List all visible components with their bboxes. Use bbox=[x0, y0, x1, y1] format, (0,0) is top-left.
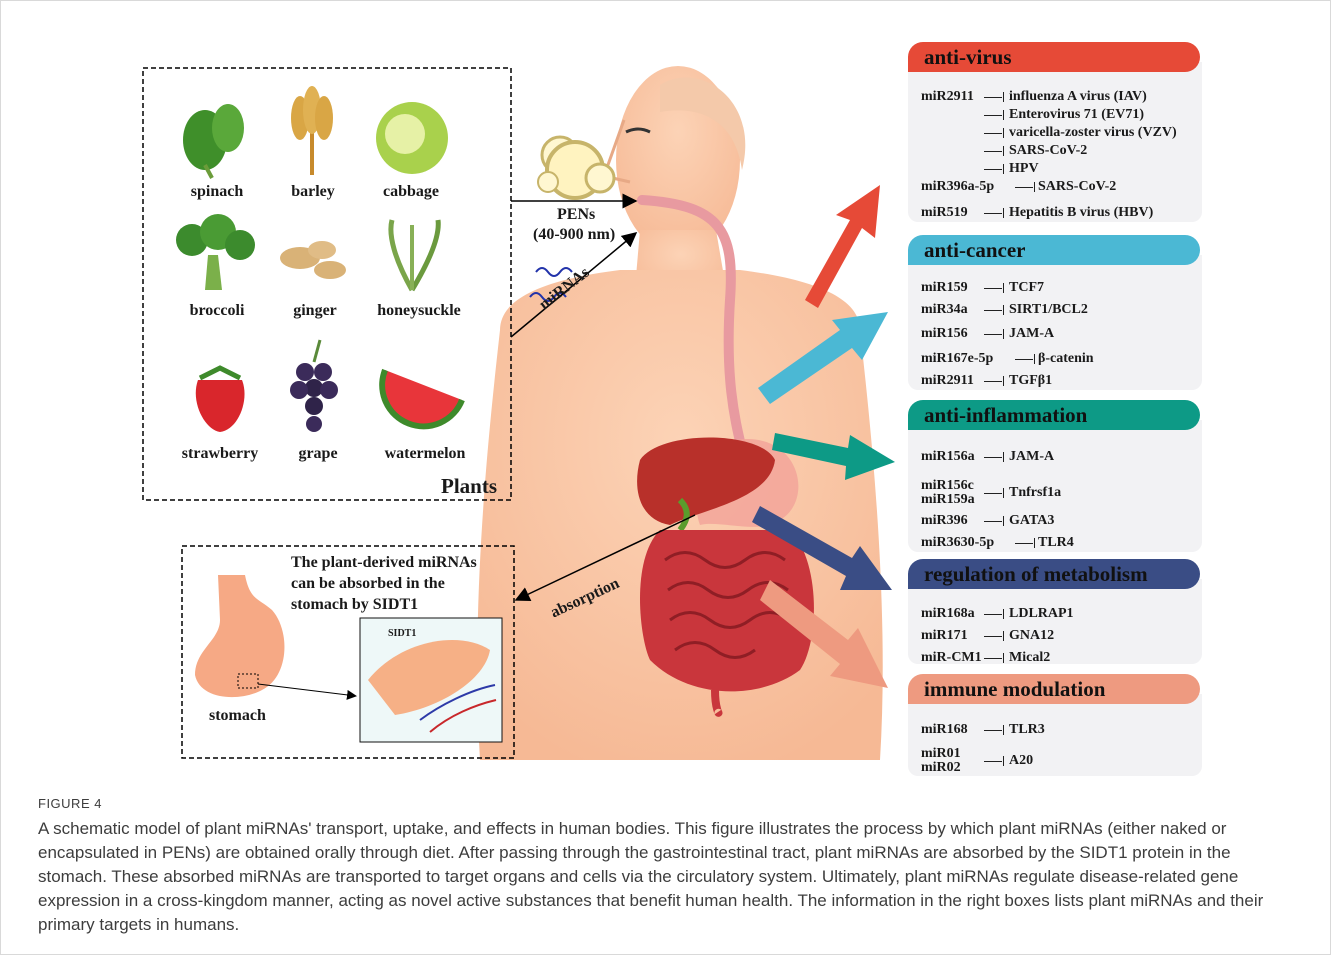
plant-label-grape: grape bbox=[263, 445, 373, 463]
inhibition-icon bbox=[984, 725, 1004, 735]
mirna-name: miR-CM1 bbox=[921, 650, 982, 666]
cabbage-icon bbox=[376, 102, 448, 174]
mirna-name: miR2911 bbox=[921, 89, 974, 105]
inhibition-icon bbox=[984, 329, 1004, 339]
target-name: TLR4 bbox=[1038, 535, 1074, 551]
inhibition-icon bbox=[1015, 538, 1035, 548]
sidt1-label: SIDT1 bbox=[388, 628, 416, 639]
anti-virus-arrow bbox=[805, 185, 880, 308]
mirna-name: miR396 bbox=[921, 513, 968, 529]
pens-label: PENs bbox=[557, 206, 595, 224]
honeysuckle-icon bbox=[391, 220, 438, 290]
target-name: A20 bbox=[1009, 753, 1033, 769]
mirna-name: miR168 bbox=[921, 722, 968, 738]
inhibition-icon bbox=[984, 305, 1004, 315]
effect-panel-title: anti-virus bbox=[908, 42, 1200, 72]
plant-label-watermelon: watermelon bbox=[370, 445, 480, 463]
target-name: SARS-CoV-2 bbox=[1009, 143, 1087, 159]
figure-caption: FIGURE 4 A schematic model of plant miRN… bbox=[38, 796, 1298, 937]
mirna-name: miR171 bbox=[921, 628, 968, 644]
spinach-icon bbox=[183, 104, 244, 178]
inhibition-icon bbox=[1015, 354, 1035, 364]
ginger-icon bbox=[280, 241, 346, 279]
stomach-box-text-line2: can be absorbed in the bbox=[291, 575, 445, 593]
broccoli-icon bbox=[176, 214, 255, 290]
inhibition-icon bbox=[984, 208, 1004, 218]
barley-icon bbox=[291, 86, 333, 175]
target-name: SIRT1/BCL2 bbox=[1009, 302, 1088, 318]
plants-title: Plants bbox=[441, 474, 497, 499]
inhibition-icon bbox=[984, 631, 1004, 641]
grape-icon bbox=[290, 340, 338, 432]
target-name: varicella-zoster virus (VZV) bbox=[1009, 125, 1177, 141]
target-name: JAM-A bbox=[1009, 449, 1054, 465]
strawberry-icon bbox=[196, 368, 245, 432]
target-name: GNA12 bbox=[1009, 628, 1054, 644]
inhibition-icon bbox=[984, 488, 1004, 498]
inhibition-icon bbox=[1015, 182, 1035, 192]
inhibition-icon bbox=[984, 128, 1004, 138]
target-name: β-catenin bbox=[1038, 351, 1094, 367]
pens-vesicles-icon bbox=[538, 137, 614, 198]
stomach-box-text-line3: stomach by SIDT1 bbox=[291, 596, 418, 614]
target-name: HPV bbox=[1009, 161, 1039, 177]
mirna-name: miR519 bbox=[921, 205, 968, 221]
target-name: Mical2 bbox=[1009, 650, 1050, 666]
target-name: influenza A virus (IAV) bbox=[1009, 89, 1147, 105]
inhibition-icon bbox=[984, 653, 1004, 663]
target-name: Tnfrsf1a bbox=[1009, 485, 1061, 501]
inhibition-icon bbox=[984, 164, 1004, 174]
inhibition-icon bbox=[984, 756, 1004, 766]
effect-panel-title: regulation of metabolism bbox=[908, 559, 1200, 589]
mirna-name: miR168a bbox=[921, 606, 975, 622]
caption-text: A schematic model of plant miRNAs' trans… bbox=[38, 817, 1298, 937]
target-name: GATA3 bbox=[1009, 513, 1054, 529]
mirna-name: miR02 bbox=[921, 760, 961, 776]
mirna-name: miR3630-5p bbox=[921, 535, 994, 551]
effect-panel-title: anti-cancer bbox=[908, 235, 1200, 265]
effect-panel-title: immune modulation bbox=[908, 674, 1200, 704]
plant-label-ginger: ginger bbox=[260, 302, 370, 320]
target-name: SARS-CoV-2 bbox=[1038, 179, 1116, 195]
target-name: TCF7 bbox=[1009, 280, 1044, 296]
effect-panel-body bbox=[908, 255, 1202, 390]
mirna-name: miR396a-5p bbox=[921, 179, 994, 195]
mirna-name: miR156 bbox=[921, 326, 968, 342]
plant-label-barley: barley bbox=[258, 183, 368, 201]
pens-size-label: (40-900 nm) bbox=[533, 226, 615, 244]
target-name: TGFβ1 bbox=[1009, 373, 1052, 389]
inhibition-icon bbox=[984, 283, 1004, 293]
stomach-icon bbox=[195, 575, 284, 697]
mirna-name: miR167e-5p bbox=[921, 351, 993, 367]
effect-panel-title: anti-inflammation bbox=[908, 400, 1200, 430]
inhibition-icon bbox=[984, 146, 1004, 156]
stomach-label: stomach bbox=[209, 707, 266, 725]
mirna-name: miR156a bbox=[921, 449, 975, 465]
inhibition-icon bbox=[984, 516, 1004, 526]
target-name: TLR3 bbox=[1009, 722, 1045, 738]
target-name: Enterovirus 71 (EV71) bbox=[1009, 107, 1144, 123]
plant-label-strawberry: strawberry bbox=[165, 445, 275, 463]
effect-panel-body bbox=[908, 62, 1202, 222]
watermelon-icon bbox=[382, 370, 462, 426]
target-name: Hepatitis B virus (HBV) bbox=[1009, 205, 1153, 221]
target-name: LDLRAP1 bbox=[1009, 606, 1074, 622]
plant-label-honeysuckle: honeysuckle bbox=[364, 302, 474, 320]
plant-label-cabbage: cabbage bbox=[356, 183, 466, 201]
target-name: JAM-A bbox=[1009, 326, 1054, 342]
figure-label: FIGURE 4 bbox=[38, 796, 1298, 811]
inhibition-icon bbox=[984, 609, 1004, 619]
mirna-name: miR2911 bbox=[921, 373, 974, 389]
stomach-box-text-line1: The plant-derived miRNAs bbox=[291, 554, 477, 572]
plant-label-broccoli: broccoli bbox=[162, 302, 272, 320]
mirna-name: miR159a bbox=[921, 492, 975, 508]
inhibition-icon bbox=[984, 92, 1004, 102]
mirna-name: miR34a bbox=[921, 302, 968, 318]
inhibition-icon bbox=[984, 110, 1004, 120]
zoom-arrow bbox=[258, 684, 356, 696]
inhibition-icon bbox=[984, 452, 1004, 462]
plant-label-spinach: spinach bbox=[162, 183, 272, 201]
inhibition-icon bbox=[984, 376, 1004, 386]
mirna-name: miR159 bbox=[921, 280, 968, 296]
